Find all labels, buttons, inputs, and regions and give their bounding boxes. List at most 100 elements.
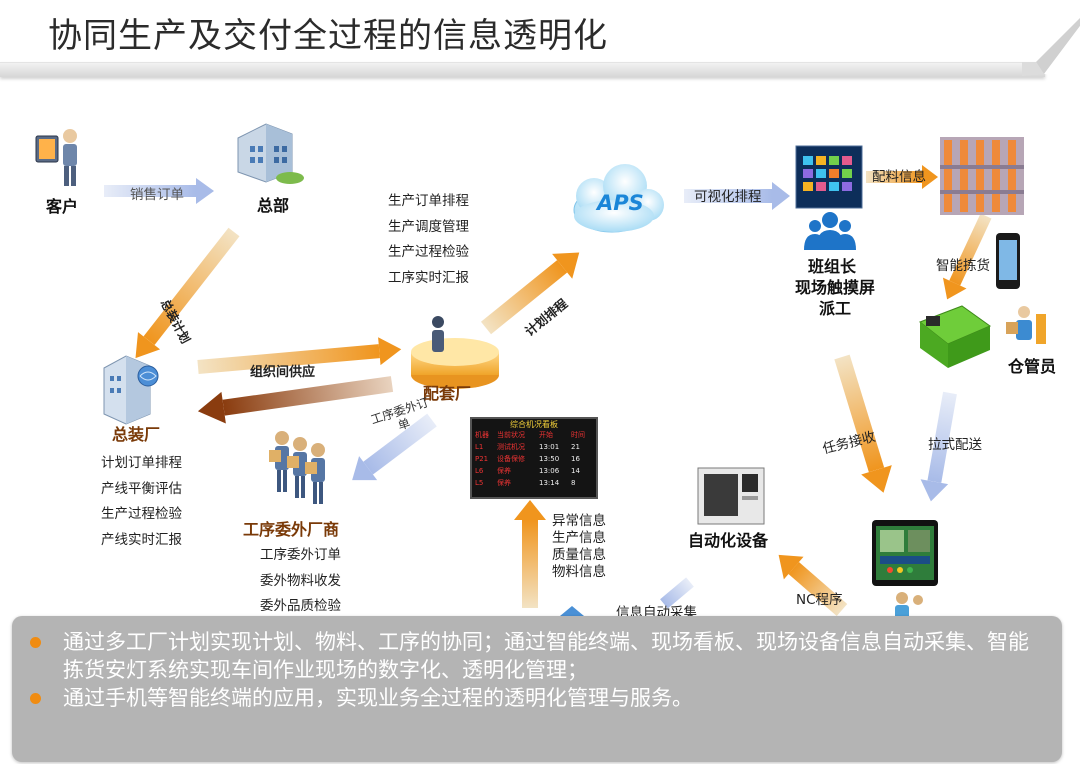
kanban-info-item: 质量信息 (552, 547, 606, 563)
page-title: 协同生产及交付全过程的信息透明化 (48, 16, 608, 56)
supplier-plant-label: 配套厂 (423, 384, 472, 403)
outsource-functions: 工序委外订单 委外物料收发 委外品质检验 (260, 543, 341, 620)
kanban-cell: 13:14 (539, 479, 560, 487)
kanban-info-item: 生产信息 (552, 530, 606, 546)
smart-picking-label: 智能拣货 (936, 258, 990, 274)
team-leader-line: 班组长 (807, 257, 856, 276)
summary-bullet-text: 通过多工厂计划实现计划、物料、工序的协同；通过智能终端、现场看板、现场设备信息自… (63, 630, 1029, 682)
assembly-function-item: 计划订单排程 (101, 455, 182, 471)
kanban-cell: 保养 (497, 479, 511, 487)
warehouse-rack-icon (940, 137, 1024, 215)
hq-building-icon (237, 123, 304, 184)
warehouse-keeper-label: 仓管员 (1008, 357, 1057, 376)
operator-icon (895, 592, 923, 619)
supplier-function-item: 生产过程检验 (388, 244, 469, 260)
kanban-header: 开始 (539, 431, 553, 439)
arrow-kanban-info (514, 500, 546, 608)
collector-icon (560, 606, 584, 616)
kanban-header: 机器 (475, 431, 489, 439)
kanban-cell: 13:01 (539, 443, 560, 451)
arrow-smart-picking (942, 213, 992, 300)
kanban-cell: P21 (475, 455, 489, 463)
arrow-master-plan (135, 227, 240, 359)
arrow-task-receive (834, 354, 892, 493)
title-divider (0, 62, 1045, 77)
assembly-plant-label: 总装厂 (112, 425, 161, 444)
supplier-function-item: 生产订单排程 (388, 193, 469, 209)
kanban-info-item: 物料信息 (552, 564, 606, 580)
kanban-table: 机器 当前状况 开始 时间 L1 测试机况 13:01 21 P21 设备保修 … (472, 431, 596, 488)
summary-bullet-text: 通过手机等智能终端的应用，实现业务全过程的透明化管理与服务。 (63, 686, 693, 710)
hq-label: 总部 (257, 196, 290, 215)
kanban-cell: L1 (475, 443, 484, 451)
arrow-plan-schedule (480, 252, 580, 335)
material-info-label: 配料信息 (872, 169, 926, 185)
sales-order-label: 销售订单 (130, 187, 184, 203)
arrow-auto-collect (660, 577, 694, 609)
arrow-material-info (866, 165, 938, 189)
kanban-cell: 21 (571, 443, 580, 451)
assembly-function-item: 产线实时汇报 (101, 531, 182, 548)
kanban-cell: 测试机况 (497, 443, 525, 451)
warehouse-keeper-icon (1006, 306, 1046, 344)
pull-delivery-label: 拉式配送 (928, 437, 982, 453)
bullet-dot-icon (30, 637, 41, 648)
supplier-function-item: 工序实时汇报 (388, 269, 469, 286)
phone-icon (996, 233, 1020, 289)
arrow-visual-schedule (684, 182, 790, 210)
aps-cloud-icon (573, 164, 664, 233)
kanban-cell: 8 (571, 479, 576, 487)
customer-icon (35, 129, 77, 186)
outsource-function-item: 委外品质检验 (260, 598, 341, 614)
team-leader-label: 班组长 (802, 256, 862, 277)
outsource-function-item: 委外物料收发 (260, 572, 341, 589)
touchscreen-label: 现场触摸屏 (794, 278, 875, 297)
outsource-label: 工序委外厂商 (243, 520, 340, 539)
kanban-cell: 14 (571, 467, 580, 475)
assembly-plant-icon (103, 355, 159, 425)
kanban-cell: 13:06 (539, 467, 560, 475)
tablet-icon (872, 520, 938, 586)
kanban-board: 综合机况看板 机器 当前状况 开始 时间 L1 测试机况 13:01 21 P2… (470, 417, 598, 499)
kanban-cell: 13:50 (539, 455, 560, 463)
arrow-org-supply (197, 337, 402, 374)
outsource-function-item: 工序委外订单 (260, 547, 341, 563)
arrow-sales-order (104, 178, 214, 204)
bullet-dot-icon (30, 693, 41, 704)
assembly-function-item: 生产过程检验 (101, 506, 182, 522)
cnc-machine-icon (697, 467, 765, 525)
kanban-cell: L6 (475, 467, 484, 475)
nc-program-label: NC程序 (796, 592, 843, 608)
team-group-icon (804, 212, 856, 250)
arrow-nc-program (778, 554, 848, 617)
kanban-info-item: 异常信息 (552, 513, 606, 529)
kanban-cell: 设备保修 (497, 455, 525, 463)
supplier-function-item: 生产调度管理 (388, 218, 469, 235)
summary-panel: 通过多工厂计划实现计划、物料、工序的协同；通过智能终端、现场看板、现场设备信息自… (12, 616, 1062, 762)
customer-label: 客户 (46, 197, 79, 216)
assembly-functions: 计划订单排程 产线平衡评估 生产过程检验 产线实时汇报 (101, 451, 182, 553)
kanban-cell: L5 (475, 479, 484, 487)
kanban-cell: 16 (571, 455, 580, 463)
visual-schedule-label: 可视化排程 (694, 189, 762, 205)
supplier-functions: 生产订单排程 生产调度管理 生产过程检验 工序实时汇报 (388, 189, 469, 291)
kanban-header: 当前状况 (497, 431, 525, 439)
kanban-title: 综合机况看板 (510, 420, 558, 429)
arrow-process-outsource (352, 413, 437, 481)
kanban-info-list: 异常信息 生产信息 质量信息 物料信息 (552, 513, 606, 581)
arrow-supply-back (197, 376, 394, 424)
automation-label: 自动化设备 (688, 531, 769, 550)
kanban-header: 时间 (571, 431, 585, 439)
supplier-plant-icon (411, 316, 499, 389)
assembly-function-item: 产线平衡评估 (101, 480, 182, 497)
org-supply-label: 组织间供应 (250, 365, 316, 380)
outsource-people-icon (269, 431, 325, 504)
aps-label: APS (597, 191, 644, 215)
kanban-cell: 保养 (497, 467, 511, 475)
dispatch-label: 派工 (818, 299, 851, 318)
arrow-pull-delivery (920, 391, 957, 502)
page-curl-decoration (1022, 18, 1080, 78)
touchscreen-icon (795, 145, 863, 209)
agv-cart-icon (918, 305, 992, 368)
